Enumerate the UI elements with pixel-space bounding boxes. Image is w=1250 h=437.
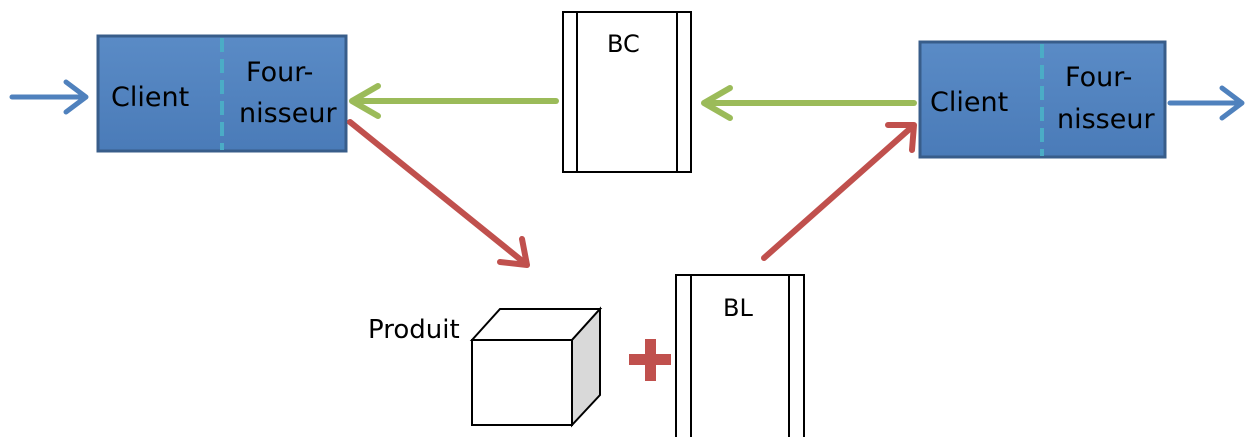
right-actor-box: Client Four- nisseur: [918, 40, 1167, 159]
order-arrow-to-left-supplier: [349, 83, 559, 119]
outgoing-flow-arrow: [1167, 85, 1245, 121]
left-supplier-label-line2: nisseur: [239, 98, 337, 129]
order-arrow-to-order-document: [701, 85, 917, 121]
left-supplier-label-line1: Four-: [246, 57, 313, 88]
product-cube: [469, 306, 603, 428]
delivery-arrow-to-right-client: [761, 122, 917, 261]
plus-icon: [629, 339, 671, 381]
delivery-document-label: BL: [723, 294, 753, 322]
right-supplier-label-line1: Four-: [1065, 62, 1132, 93]
left-client-label: Client: [111, 82, 189, 113]
order-document-label: BC: [607, 30, 640, 58]
right-client-label: Client: [930, 87, 1008, 118]
left-actor-box: Client Four- nisseur: [96, 34, 348, 153]
delivery-document: [675, 274, 805, 437]
right-supplier-label-line2: nisseur: [1057, 104, 1155, 135]
order-document: [562, 11, 692, 173]
product-label: Produit: [368, 315, 460, 345]
delivery-arrow-to-product: [347, 119, 530, 268]
incoming-flow-arrow: [9, 79, 89, 115]
